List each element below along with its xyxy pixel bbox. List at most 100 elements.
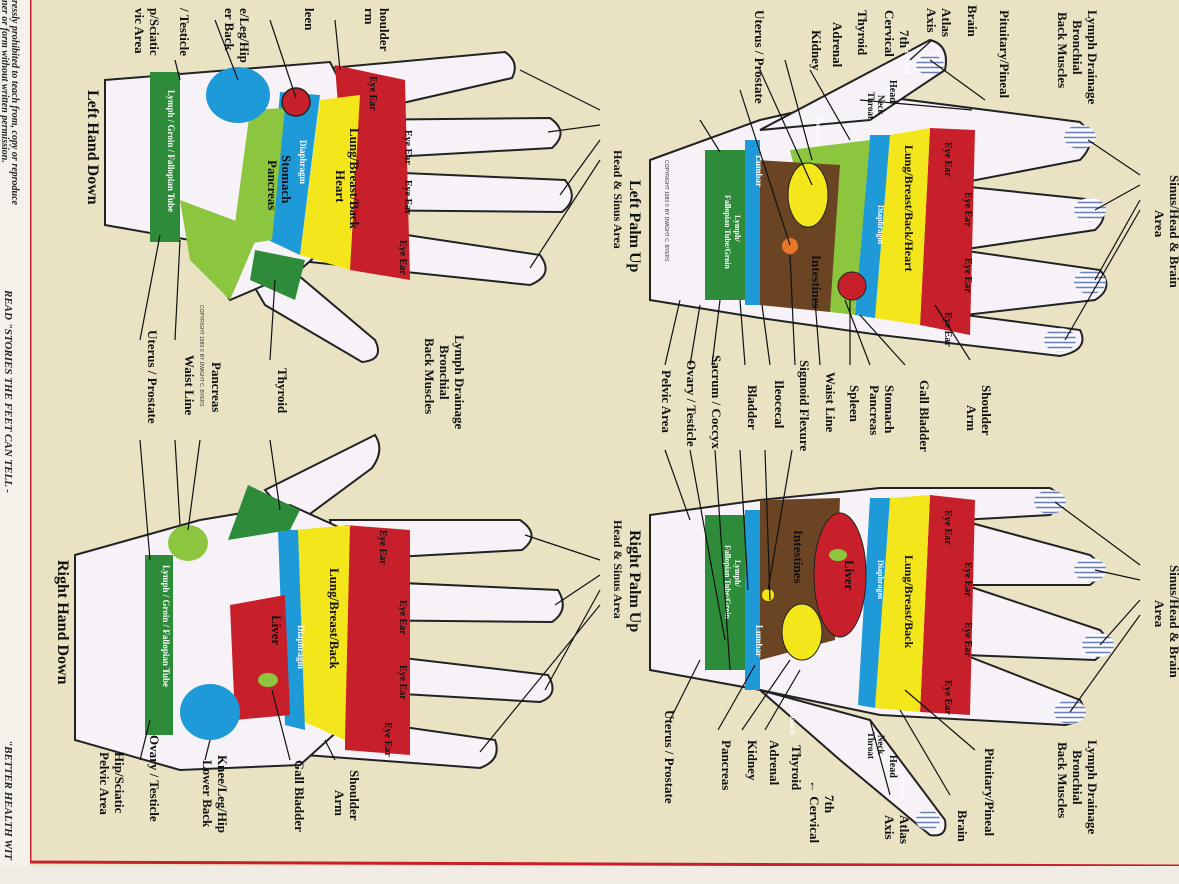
label-adrenal-2: Adrenal [767,740,782,786]
lpu-head-label: Head [887,80,898,103]
lhd-title: Left Hand Down [84,90,101,205]
label-brain-2: Brain [955,810,970,843]
lhd-stomach-label-1: Stomach [279,155,294,204]
lpu-lung-label: Lung/Breast/Back/Heart [902,145,916,271]
rhd-lung-zone [295,525,350,740]
label-pituitary-1: Pituitary/Pineal [997,10,1012,98]
rhd-eye-ear-3: Eye Ear [397,665,408,700]
label-kidney-2: Kidney [745,740,760,781]
lpu-cervical-label: Cervical [903,45,912,75]
label-lymph-top-3: Back Muscles [1055,12,1070,88]
lhd-diaphragm-label: Diaphragm [298,140,308,185]
lhd-lung-label-1: Lung/Breast/Back [347,128,362,230]
lhd-lymph-band [150,72,180,242]
rhd-gall-dot [258,673,278,687]
label-ovary-2: Ovary / Testicle [147,735,162,822]
rpu-hatch-thumb [916,810,940,830]
label-sinus-head-brain-2b: Area [1152,600,1167,628]
label-axis-2: Axis [882,815,897,840]
lpu-lymph-band [705,150,745,300]
lhd-copyright: COPYRIGHT 1983 © BY DWIGHT C. BYERS [198,305,205,407]
label-uterus-1: Uterus / Prostate [752,10,767,104]
lpu-diaphragm-label: Diaphragm [876,205,885,244]
rhd-lymph-label: Lymph / Groin / Fallopian Tube [161,565,171,687]
label-sinus-head-brain-1b: Area [1152,210,1167,238]
rpu-lymph-label-1: Lymph/ [733,560,742,587]
label-pelvic: Pelvic Area [659,370,674,433]
label-atlas-2: Atlas [897,815,912,844]
rpu-intestines-label: Intestines [791,530,806,583]
label-pancreas-3: Pancreas [209,362,224,412]
rpu-eye-ear-3: Eye Ear [962,622,973,657]
rhd-eye-ear-4: Eye Ear [382,722,393,757]
rhd-pancreas-dot [168,525,208,561]
rhd-blue-area [180,684,240,740]
lhd-stomach-zone [232,108,285,246]
label-lymph-top-1: Lymph Drainage [1085,10,1100,104]
external-labels: Sinus/Head & Brain Area Lymph Drainage B… [97,5,1179,844]
frag-pelvic: vic Area [132,8,147,54]
label-lymph-bottom-2: Bronchial [1070,750,1085,805]
lhd-thyroid-wedge [250,250,305,300]
label-ileocecal: Ileocecal [772,380,787,429]
label-knee-2: Lower Back [200,760,215,828]
frag-arm: rm [362,8,377,25]
rpu-eye-ear-2: Eye Ear [962,562,973,597]
label-brain-1: Brain [965,5,980,38]
lpu-eye-ear-3: Eye Ear [962,258,973,293]
rpu-diaphragm [858,498,890,708]
rpu-eye-ear-4: Eye Ear [942,680,953,715]
lpu-lymph-label-1: Lymph/ [733,215,742,242]
label-uterus-2: Uterus / Prostate [662,710,677,804]
rhd-lymph-band [145,555,173,735]
label-axis-1: Axis [924,8,939,33]
label-uterus-3: Uterus / Prostate [145,330,160,424]
lhd-eye-ear-4: Eye Ear [397,240,408,275]
lpu-spleen-dot [837,271,867,301]
lpu-eye-ear-1: Eye Ear [942,142,953,177]
rpu-gall-dot [829,549,847,561]
lhd-stomach-label-2: Pancreas [265,160,280,210]
copyright-notice-line2: ner or form without written permission. [0,0,10,163]
label-ovary-1: Ovary / Testicle [684,360,699,447]
lpu-hatch-3 [1074,270,1106,294]
frag-spleen: leen [302,8,317,31]
rhd-liver [230,595,290,720]
rpu-hatch-3 [1082,633,1114,657]
poster-edge-bottom [0,866,1179,884]
label-cervical-1: Cervical [882,10,897,57]
rhd-thumb [263,433,381,527]
label-stomach-1: Stomach [882,385,897,434]
label-pituitary-2: Pituitary/Pineal [982,748,997,836]
rpu-lumbar-label: Lumbar [754,625,764,657]
rpu-head-label: Head [887,755,898,778]
lpu-hatch-thumb [916,55,944,75]
label-waist-1: Waist Line [823,372,838,433]
label-lymph-bottom-3: Back Muscles [1055,742,1070,818]
rhd-eye-ear-1: Eye Ear [377,530,388,565]
lpu-intestines-label: Intestines [809,255,824,308]
right-hand-down: Eye Ear Eye Ear Eye Ear Eye Ear Lung/Bre… [54,433,564,772]
read-notice-left: READ "STORIES THE FEET CAN TELL - [2,289,14,493]
label-hip-1: Hip/Sciatic [112,752,127,814]
lhd-lung-label-2: Heart [333,170,348,203]
rpu-cervical-label: Cervical [898,770,907,800]
label-hip-2: Pelvic Area [97,752,112,815]
lpu-copyright: COPYRIGHT 1983 © BY DWIGHT C. BYERS [663,160,670,262]
label-sigmoid: Sigmoid Flexure [797,360,812,451]
label-adrenal-1: Adrenal [830,22,845,68]
poster-edge-left [0,0,30,884]
label-waist-2: Waist Line [182,355,197,416]
lhd-lower-green [180,200,260,300]
lpu-orange-dot [782,238,798,254]
lhd-eye-ear-2: Eye Ear [402,130,413,165]
rpu-liver-label: Liver [842,560,857,591]
rhd-lung-label: Lung/Breast/Back [327,568,342,670]
lhd-spleen-dot [281,87,311,117]
rhd-title: Right Hand Down [54,560,71,685]
frag-back: er Back [222,8,237,51]
label-kidney-1: Kidney [809,30,824,71]
rpu-adrenal-yellow [781,603,823,661]
frag-sciatic: p/Sciatic [147,8,162,56]
